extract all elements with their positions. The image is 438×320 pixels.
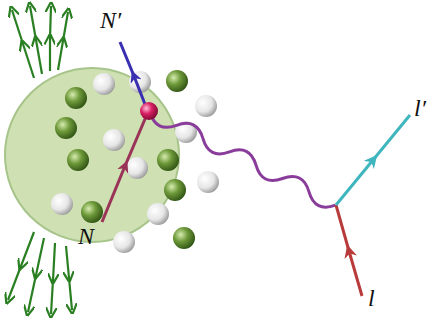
particle-label: l xyxy=(368,286,375,310)
interaction-vertex xyxy=(140,102,158,120)
nucleus xyxy=(5,68,179,242)
particle-label: N′ xyxy=(100,8,121,32)
spectator-jet xyxy=(8,232,72,314)
virtual-photon xyxy=(150,112,336,207)
spectator-jet xyxy=(12,6,68,78)
outgoing-lepton-line xyxy=(336,115,410,205)
incoming-lepton-line xyxy=(336,205,362,296)
nucleons xyxy=(51,70,219,253)
incoming-nucleon-line xyxy=(102,112,148,222)
particle-label: N xyxy=(78,224,94,248)
outgoing-nucleon-line xyxy=(120,42,148,112)
particle-label: l′ xyxy=(414,96,426,120)
